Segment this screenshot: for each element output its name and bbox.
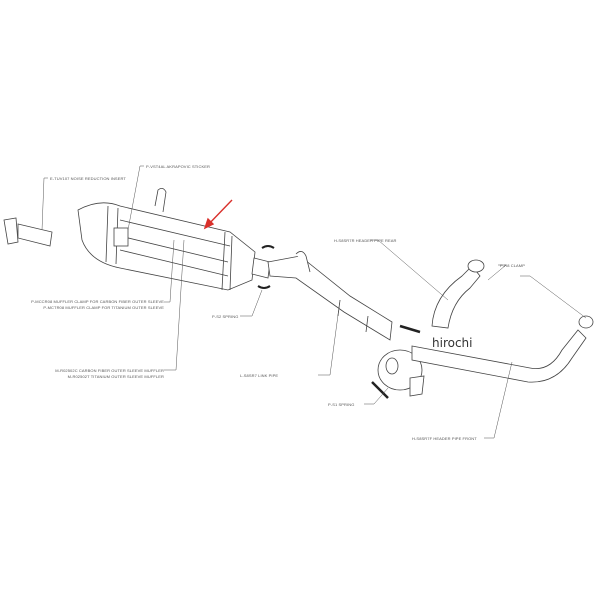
watermark: hirochi (432, 336, 473, 350)
leader-lines (41, 165, 587, 439)
label-spring-p2: P-S2 SPRING (212, 314, 239, 319)
spring-p1 (371, 381, 389, 399)
label-clamp-carbon: P-MCCR08 MUFFLER CLAMP FOR CARBON FIBER … (31, 299, 164, 304)
label-noise-insert: E-TUV107 NOISE REDUCTION INSERT (50, 176, 126, 181)
label-clamp-r8: P-R8 CLAMP (500, 263, 526, 268)
collector (377, 349, 425, 397)
label-spring-p1: P-S1 SPRING (328, 402, 355, 407)
noise-insert (3, 217, 53, 247)
link-pipe (267, 251, 393, 341)
label-header-rear: H-S8SR7R HEADER PIPE REAR (334, 238, 397, 243)
label-sticker: P-VST4AL AKRAPOVIC STICKER (146, 164, 211, 169)
header-pipe-front (411, 315, 594, 383)
spring-mid (399, 324, 421, 334)
label-header-front: H-S8SR7F HEADER PIPE FRONT (412, 436, 477, 441)
label-muffler-titanium: M-R02502T TITANIUM OUTER SLEEVE MUFFLER (67, 374, 164, 379)
spring-p32 (257, 245, 275, 289)
muffler (77, 188, 271, 291)
label-clamp-titanium: P-MCTR08 MUFFLER CLAMP FOR TITANIUM OUTE… (43, 305, 164, 310)
label-link-pipe: L-S8SR7 LINK PIPE (240, 373, 279, 378)
label-muffler-carbon: M-R02502C CARBON FIBER OUTER SLEEVE MUFF… (55, 368, 164, 373)
red-arrow (203, 199, 233, 230)
header-pipe-rear (431, 259, 485, 329)
